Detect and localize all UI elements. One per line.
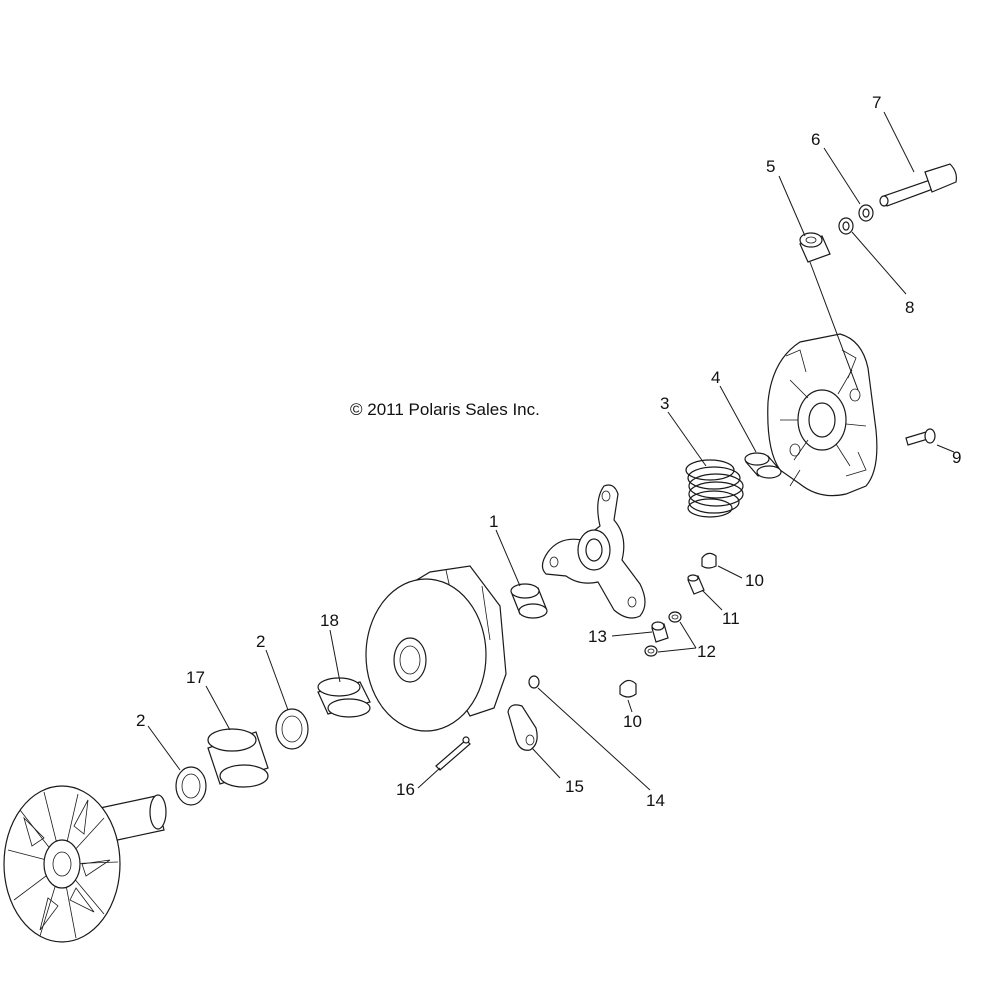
- part-9-bolt: [905, 428, 936, 446]
- callout-14: 14: [646, 791, 665, 810]
- callout-12: 12: [697, 642, 716, 661]
- part-12-washers: [644, 611, 682, 657]
- callout-11: 11: [722, 609, 740, 628]
- callout-5: 5: [766, 157, 775, 176]
- part-18-bushing: [317, 677, 371, 718]
- leader-lines: [147, 111, 955, 791]
- movable-sheave: [365, 565, 507, 732]
- callouts: 7 6 5 8 9 4 3 1 10 11 12 13 10 14 15 16 …: [136, 93, 961, 810]
- callout-17: 17: [186, 668, 205, 687]
- callout-9: 9: [952, 448, 961, 467]
- part-14-nut: [528, 675, 540, 689]
- callout-2-upper: 2: [256, 632, 265, 651]
- part-10-button-lower: [619, 679, 637, 698]
- callout-4: 4: [711, 368, 720, 387]
- callout-10-upper: 10: [745, 571, 764, 590]
- callout-2-lower: 2: [136, 711, 145, 730]
- part-15-weight: [507, 704, 538, 751]
- callout-6: 6: [811, 130, 820, 149]
- part-5-spacer: [799, 232, 831, 263]
- part-6-washer: [858, 204, 874, 222]
- callout-8: 8: [905, 298, 914, 317]
- copyright-notice: © 2011 Polaris Sales Inc.: [350, 400, 540, 419]
- part-16-pin: [435, 736, 471, 771]
- part-3-spring: [685, 459, 744, 518]
- part-11-pin: [687, 574, 705, 595]
- part-4-bushing: [744, 452, 782, 479]
- part-13-roller: [651, 621, 669, 643]
- part-2-washer-upper: [275, 708, 309, 750]
- callout-18: 18: [320, 611, 339, 630]
- callout-3: 3: [660, 394, 669, 413]
- callout-16: 16: [396, 780, 415, 799]
- part-7-bolt: [879, 163, 957, 207]
- callout-10-lower: 10: [623, 712, 642, 731]
- fixed-sheave-shaft: [3, 785, 167, 943]
- part-1-bushing: [510, 583, 548, 619]
- part-8-washer: [838, 217, 854, 235]
- part-10-button-upper: [701, 552, 717, 569]
- cover-plate: [767, 333, 878, 497]
- callout-13: 13: [588, 627, 607, 646]
- callout-7: 7: [872, 93, 881, 112]
- callout-1: 1: [489, 512, 498, 531]
- part-2-washer-lower: [175, 766, 207, 806]
- part-17-sleeve: [207, 728, 269, 788]
- spider-assembly: [541, 484, 646, 619]
- callout-15: 15: [565, 777, 584, 796]
